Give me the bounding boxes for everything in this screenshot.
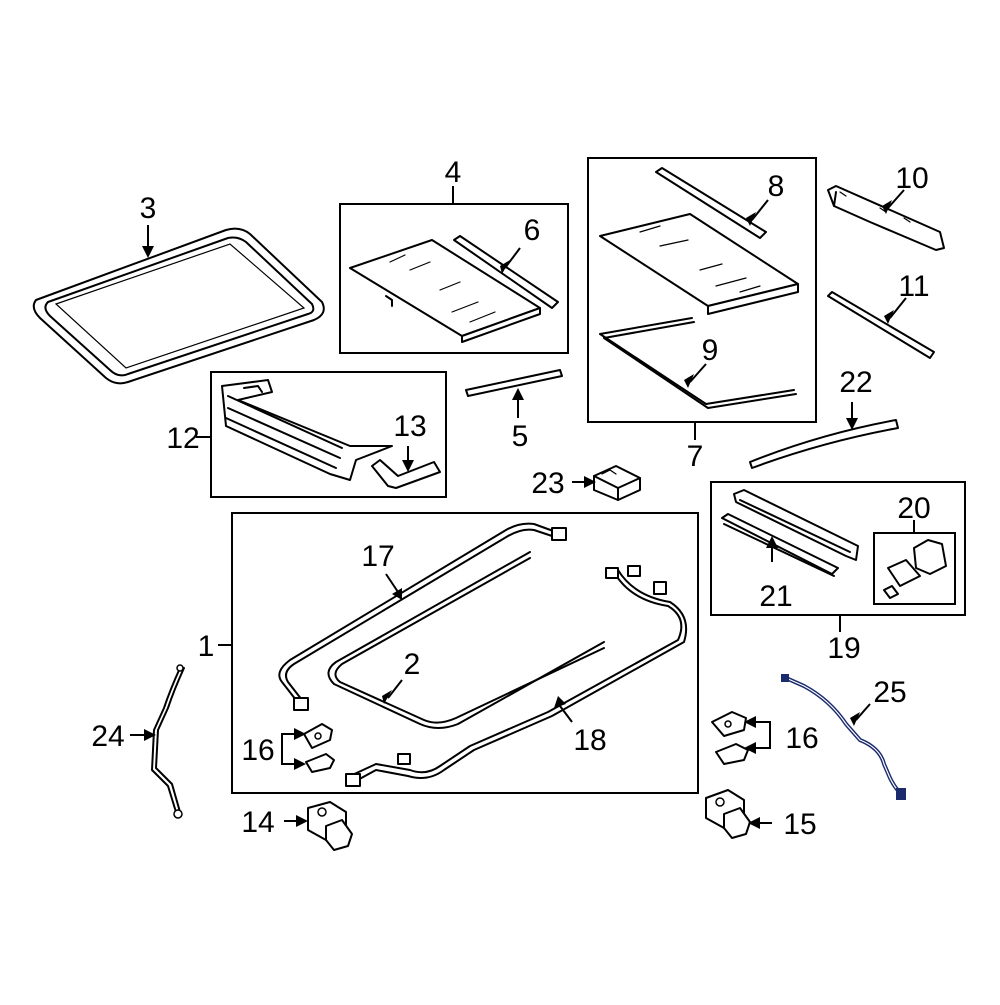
- part-9-seal[interactable]: [599, 317, 797, 409]
- group-19-box: [710, 481, 966, 616]
- callout-15: 15: [783, 808, 816, 841]
- part-16-clip-left[interactable]: [303, 723, 335, 773]
- callout-9: 9: [702, 334, 719, 367]
- callout-22: 22: [839, 366, 872, 399]
- callout-12: 12: [166, 422, 199, 455]
- part-21-rail[interactable]: [721, 513, 839, 577]
- group-1-box: [231, 512, 699, 794]
- callout-25: 25: [873, 676, 906, 709]
- part-24-drain-hose[interactable]: [151, 664, 185, 819]
- callout-17: 17: [361, 540, 394, 573]
- part-15-motor[interactable]: [705, 789, 751, 839]
- callout-11: 11: [898, 270, 929, 303]
- part-22-strip[interactable]: [749, 419, 899, 469]
- callout-21: 21: [759, 580, 792, 613]
- callout-23: 23: [531, 467, 564, 500]
- part-25-drain-hose[interactable]: [781, 674, 906, 800]
- callout-13: 13: [393, 410, 426, 443]
- part-8-strip[interactable]: [655, 167, 767, 239]
- part-14-motor[interactable]: [307, 801, 353, 851]
- callout-2: 2: [404, 648, 421, 681]
- callout-6: 6: [524, 214, 541, 247]
- callout-16-right: 16: [785, 722, 818, 755]
- part-10-bracket[interactable]: [827, 185, 945, 251]
- callout-4: 4: [445, 156, 462, 189]
- part-19-rail[interactable]: [733, 489, 859, 561]
- callout-14: 14: [241, 806, 274, 839]
- part-16-clip-right[interactable]: [711, 711, 749, 765]
- part-23-module[interactable]: [593, 465, 641, 501]
- callout-24: 24: [91, 720, 124, 753]
- callout-10: 10: [895, 162, 928, 195]
- part-12-sunshade[interactable]: [221, 379, 393, 481]
- part-18-wiring-harness[interactable]: [345, 565, 688, 787]
- group-12-box: [210, 371, 447, 498]
- callout-19: 19: [827, 632, 860, 665]
- callout-20: 20: [897, 492, 930, 525]
- callout-7: 7: [687, 440, 704, 473]
- callout-1: 1: [198, 630, 215, 663]
- callout-5: 5: [512, 420, 529, 453]
- part-13-clip[interactable]: [371, 459, 441, 489]
- callout-18: 18: [573, 724, 606, 757]
- callout-8: 8: [768, 170, 785, 203]
- part-7-glass-panel[interactable]: [599, 213, 799, 315]
- part-11-strip[interactable]: [827, 291, 935, 359]
- part-6-seal-strip[interactable]: [453, 235, 559, 309]
- group-7-box: [587, 157, 817, 423]
- part-2-seal[interactable]: [327, 551, 605, 729]
- part-17-drain-hose[interactable]: [278, 522, 567, 711]
- part-4-glass-panel[interactable]: [349, 239, 541, 343]
- part-20-bracket[interactable]: [883, 539, 947, 599]
- part-3-frame[interactable]: [32, 227, 325, 385]
- part-5-strip[interactable]: [465, 369, 563, 397]
- callout-16-left: 16: [241, 734, 274, 767]
- callout-3: 3: [140, 192, 157, 225]
